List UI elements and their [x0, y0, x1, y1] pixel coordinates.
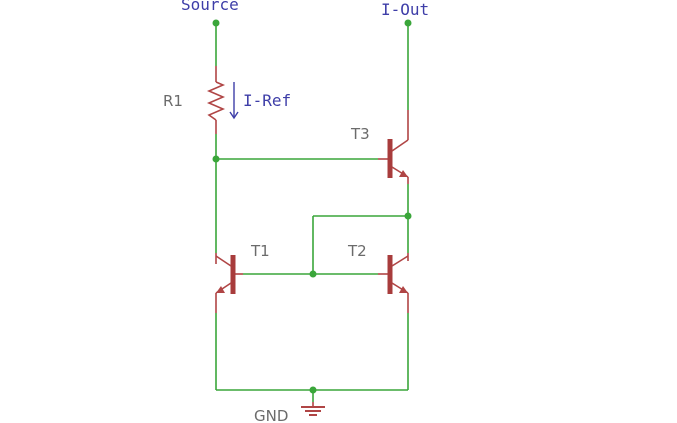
junction-dot [309, 386, 317, 394]
gnd-label: GND [254, 407, 288, 423]
source-label: Source [181, 0, 239, 14]
junction-dot [212, 155, 220, 163]
t1-transistor [215, 255, 236, 313]
t3-transistor [387, 110, 409, 184]
i-ref-label: I-Ref [243, 91, 291, 110]
i-out-label: I-Out [381, 0, 429, 19]
i-ref-arrow [229, 82, 239, 120]
right-branch-wires [312, 24, 409, 390]
t1-label: T1 [250, 242, 270, 260]
ground-icon [301, 390, 325, 416]
junction-dot [404, 212, 412, 220]
junction-dot [309, 270, 317, 278]
left-branch-wires [215, 24, 408, 391]
r1-resistor [206, 81, 226, 121]
source-terminal [212, 19, 220, 27]
t2-label: T2 [347, 242, 367, 260]
junction-dots [212, 19, 412, 394]
r1-label: R1 [163, 92, 183, 110]
i-out-terminal [404, 19, 412, 27]
t3-label: T3 [350, 125, 370, 143]
t2-transistor [387, 255, 409, 313]
